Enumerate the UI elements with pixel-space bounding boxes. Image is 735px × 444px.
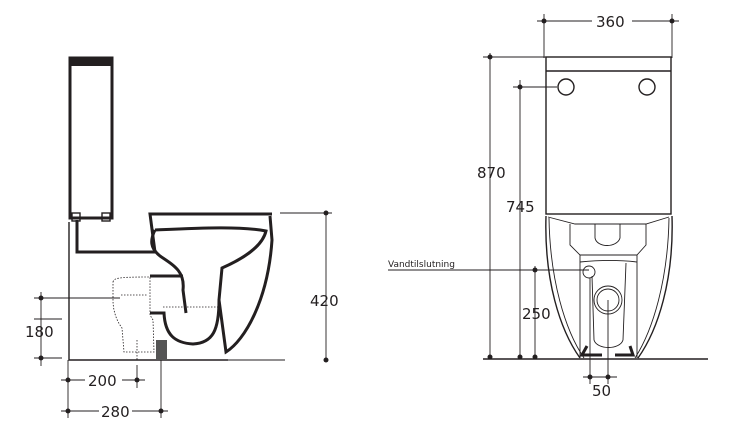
dim-280: 280 — [101, 403, 130, 421]
dim-745: 745 — [506, 198, 535, 216]
side-dimensions: 420 180 200 280 — [25, 210, 339, 421]
flush-button-icon — [638, 78, 656, 96]
dim-250: 250 — [522, 305, 551, 323]
front-view: 360 870 745 Vandtilslutning 250 50 — [388, 13, 708, 400]
front-dimensions: 360 870 745 Vandtilslutning 250 50 — [388, 13, 679, 400]
cistern-front — [545, 56, 672, 215]
dim-180: 180 — [25, 323, 54, 341]
bowl-front — [483, 215, 708, 360]
side-view: 420 180 200 280 — [25, 56, 339, 421]
dim-200: 200 — [88, 372, 117, 390]
dim-870: 870 — [477, 164, 506, 182]
dim-360: 360 — [596, 13, 625, 31]
flush-button-icon — [557, 78, 575, 96]
dim-50: 50 — [592, 382, 611, 400]
outlet-hatch — [156, 340, 167, 360]
cistern-side — [68, 56, 114, 222]
water-connection-label: Vandtilslutning — [388, 260, 455, 270]
dim-420: 420 — [310, 292, 339, 310]
bowl-side — [68, 212, 285, 361]
water-inlet-icon — [582, 265, 596, 279]
